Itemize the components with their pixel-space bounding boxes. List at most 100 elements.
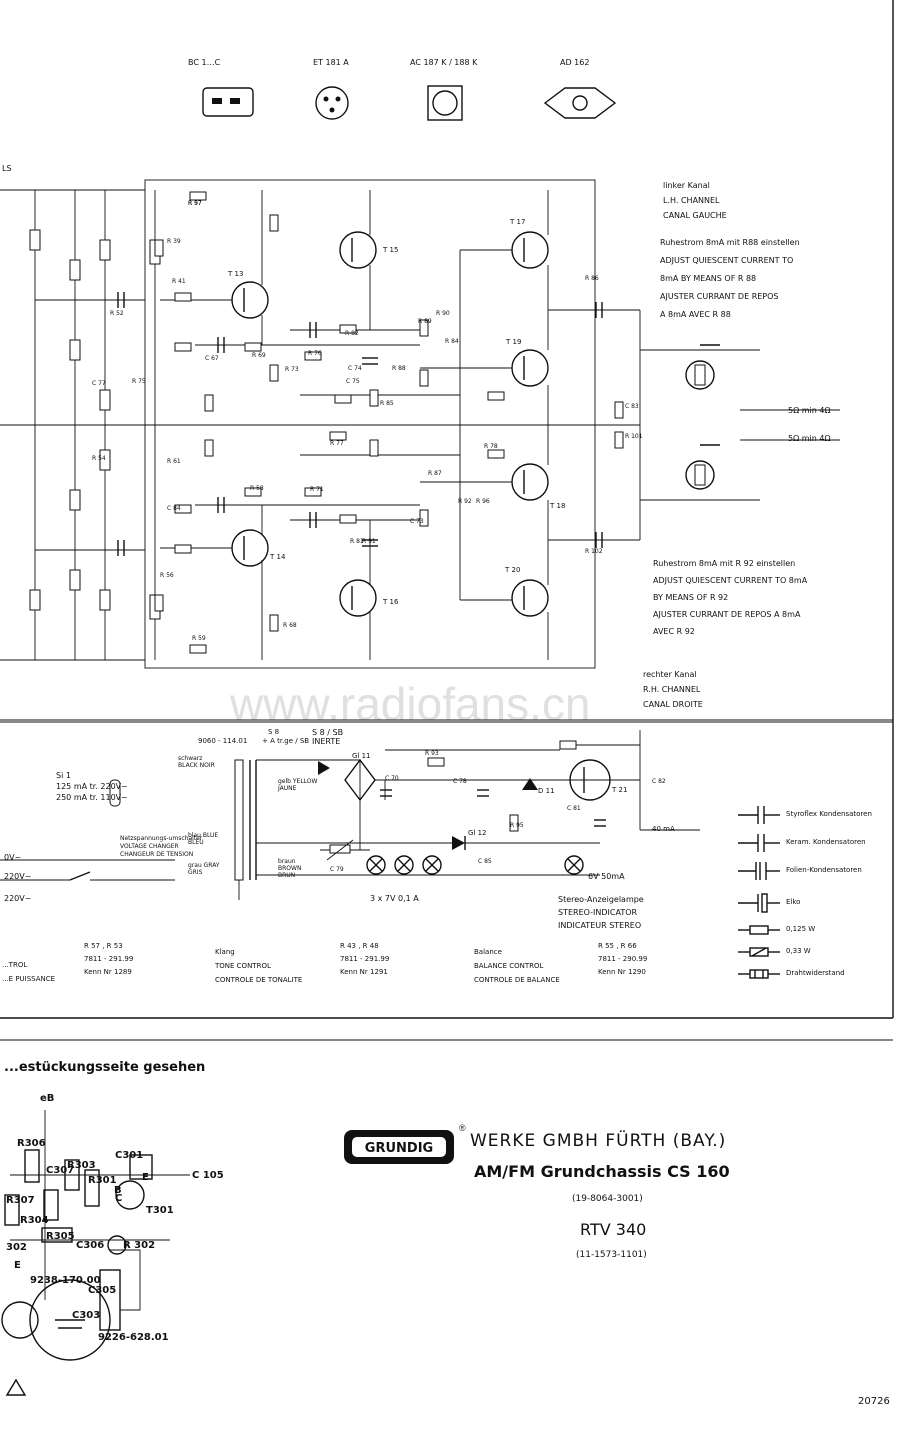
component-label: C 84 [167,505,181,512]
note-line: rechter Kanal [643,670,697,679]
pcb-part-label: C306 [76,1240,105,1251]
note-line: 8mA BY MEANS OF R 88 [660,274,757,283]
rtv-title: RTV 340 [580,1220,647,1239]
pcb-part-label: R306 [17,1138,46,1149]
control-1-parts: R 57 , R 53 7811 - 291.99 Kenn Nr 1289 [84,940,133,979]
pcb-part-label: C303 [72,1310,101,1321]
rectifier-label: Gl 12 [468,829,487,837]
component-label: R 75 [132,378,146,385]
pcb-part-label: R301 [88,1175,117,1186]
legend-033w: 0,33 W [786,947,811,955]
legend-ceramic: Keram. Kondensatoren [786,838,866,846]
transistor-label: T 21 [612,786,628,794]
transistor-t19 [511,349,549,387]
quiescent-note-bottom: Ruhestrom 8mA mit R 92 einstellen ADJUST… [653,555,807,640]
component-label: C 82 [652,778,666,785]
note-line: L.H. CHANNEL [663,196,720,205]
pcb-title: ...estückungsseite gesehen [4,1060,206,1075]
control-line: BALANCE CONTROL [474,962,544,970]
fuse-label: Si 1 125 mA tr. 220V~ 250 mA tr. 110V~ [56,770,128,803]
indicator-line: INDICATEUR STEREO [558,921,642,930]
switch-label-2: + A tr.ge / SB [262,737,310,745]
pcb-part-label: 302 [6,1242,27,1253]
component-label: R 52 [110,310,124,317]
rectifier-label: Gl 11 [352,752,371,760]
pcb-part-label: C 105 [192,1170,224,1181]
transformer-id: 9060 - 114.01 [198,737,248,745]
pcb-part-label: C301 [115,1150,144,1161]
control-part: R 57 , R 53 [84,942,123,950]
right-channel-note: rechter Kanal R.H. CHANNEL CANAL DROITE [643,667,703,712]
legend-styroflex: Styroflex Kondensatoren [786,810,872,818]
control-1-names: ...TROL ...E PUISSANCE [2,958,55,986]
control-line: Klang [215,948,235,956]
control-part: R 55 , R 66 [598,942,637,950]
component-label: R 69 [252,352,266,359]
pcb-part-label: 9238-170.00 [30,1275,101,1286]
note-line: Ruhestrom 8mA mit R 92 einstellen [653,559,796,568]
model-title: AM/FM Grundchassis CS 160 [474,1162,730,1181]
component-label: R 92 [458,498,472,505]
component-label: C 79 [330,866,344,873]
netz-line: Netzspannungs-umschalter [120,835,203,842]
component-label: R 87 [428,470,442,477]
control-3-parts: R 55 , R 66 7811 - 290.99 Kenn Nr 1290 [598,940,647,979]
component-label: R 54 [92,455,106,462]
watermark: www.radiofans.cn [229,678,591,730]
package-ad [543,87,617,119]
netz-line: CHANGEUR DE TENSION [120,851,194,858]
amp-board-outline [144,179,596,669]
pcb-part-label: R304 [20,1215,49,1226]
control-part: Kenn Nr 1291 [340,968,388,976]
pcb-part-label: eB [40,1093,55,1104]
lamps-label: 3 x 7V 0,1 A [370,894,419,903]
transistor-label: T 13 [228,270,244,278]
company-name: WERKE GMBH FÜRTH (BAY.) [470,1131,727,1151]
component-label: R 90 [436,310,450,317]
switch-label-3: S 8 / SB [312,728,344,737]
component-label: C 83 [625,403,639,410]
note-line: AJUSTER CURRANT DE REPOS A 8mA [653,610,801,619]
component-label: C 70 [385,775,399,782]
package-label-4: AD 162 [560,58,590,67]
pcb-part-label: C307 [46,1165,75,1176]
component-label: R 57 [188,200,202,207]
voltage-label: 0V~ [4,853,22,862]
voltage-label: 220V~ [4,894,32,903]
legend-foil: Folien-Kondensatoren [786,866,862,874]
voltage-changer-label: Netzspannungs-umschalter VOLTAGE CHANGER… [120,835,202,859]
speaker-label-right: 5Ω min 4Ω [788,434,831,443]
legend-wirewound: Drahtwiderstand [786,969,845,977]
wire-label: schwarz BLACK NOIR [178,755,215,769]
package-et [315,86,349,120]
current-label: 40 mA [652,825,675,833]
legend-elko: Elko [786,898,801,906]
registered-mark: ® [459,1123,466,1133]
component-label: R 84 [445,338,459,345]
switch-label-4: INERTE [312,737,341,746]
fuse-line: Si 1 [56,771,71,780]
transistor-t13 [231,281,269,319]
transistor-t18 [511,463,549,501]
legend-symbols [738,806,780,979]
transistor-label: T 18 [550,502,566,510]
transistor-t20 [511,579,549,617]
control-line: ...TROL [2,961,28,969]
transistor-label: T 14 [270,553,286,561]
pcb-part-label: E [14,1260,21,1271]
wire-label: blau BLUE BLEU [188,832,219,846]
transistor-label: T 19 [506,338,522,346]
speaker-jack-left [685,344,720,390]
component-label: C 73 [410,518,424,525]
component-label: R 97 [188,200,202,207]
left-partial-label: LS [2,164,12,173]
pcb-part-label: B [114,1185,122,1196]
indicator-line: STEREO-INDICATOR [558,908,638,917]
note-line: CANAL GAUCHE [663,211,727,220]
note-line: R.H. CHANNEL [643,685,701,694]
pcb-part-label: R303 [67,1160,96,1171]
component-label: R 61 [167,458,181,465]
control-part: 7811 - 291.99 [84,955,134,963]
left-channel-note: linker Kanal L.H. CHANNEL CANAL GAUCHE [663,178,727,223]
fuse-line: 125 mA tr. 220V~ [56,782,128,791]
